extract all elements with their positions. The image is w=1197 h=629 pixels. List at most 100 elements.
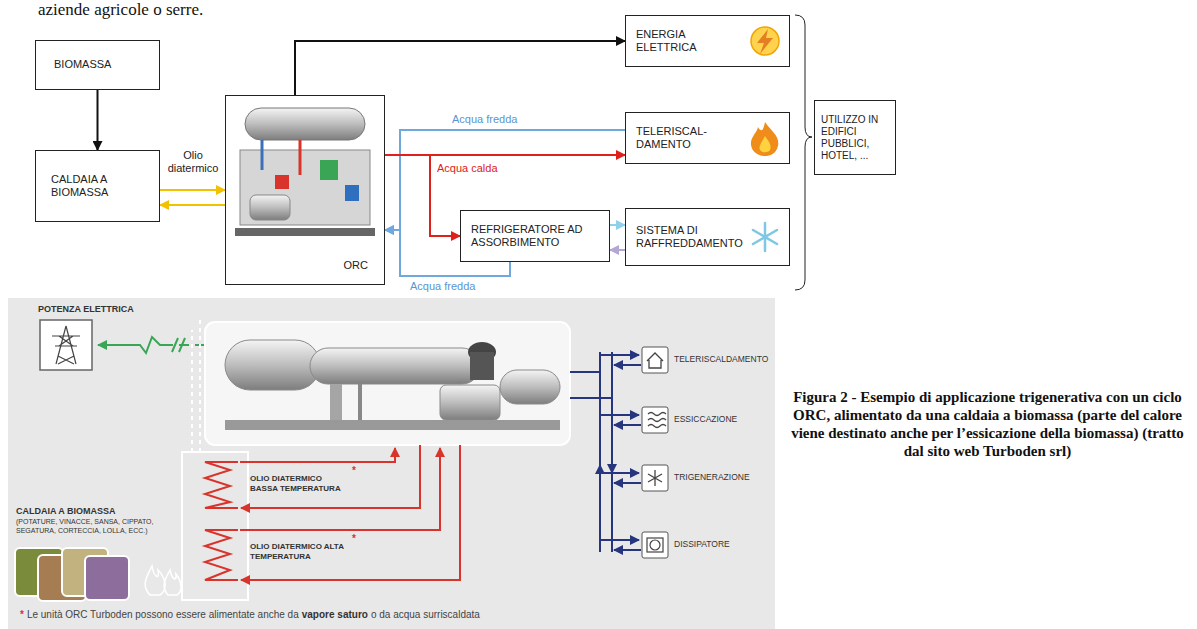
edge-label: Olio diatermico: [161, 149, 225, 175]
edge-label: Acqua fredda: [410, 280, 475, 293]
snowflake-icon: [753, 230, 777, 244]
orc-machine-picture: [358, 384, 362, 420]
orc-machine-picture: [299, 140, 302, 175]
orc-machine-picture: [250, 195, 290, 220]
footnote-text: vapore saturo: [302, 609, 368, 620]
user-icon: [642, 407, 668, 433]
pylon-icon: [40, 320, 92, 370]
water-distribution: [614, 482, 641, 484]
orc-machine-picture: [240, 150, 370, 225]
fire-icon: [751, 122, 778, 156]
flow-arrow: [160, 204, 225, 206]
footnote-text: Le unità ORC Turboden possono essere ali…: [27, 609, 299, 620]
snowflake-icon: [753, 230, 777, 244]
orc-machine-picture: [225, 340, 560, 430]
orc-machine-picture: [261, 140, 264, 170]
heat-exchanger-coil: [205, 530, 238, 580]
figure-label: OLIO DIATERMICO BASSA TEMPERATURA: [250, 474, 350, 493]
water-distribution: [614, 424, 641, 426]
user-icon: [647, 353, 663, 368]
flow-direction-mark: [607, 464, 617, 474]
smoke-lines: [191, 330, 193, 452]
node-text: TELERISCAL- DAMENTO: [636, 125, 743, 151]
thermal-oil-loop: [241, 445, 460, 580]
figure-label: OLIO DIATERMICO ALTA TEMPERATURA: [250, 542, 350, 561]
process-box: UTILIZZO IN EDIFICI PUBBLICI, HOTEL, ...: [814, 100, 896, 175]
process-box: CALDAIA A BIOMASSA: [35, 150, 160, 222]
node-text: BIOMASSA: [54, 58, 111, 71]
orc-machine-picture: [275, 175, 289, 189]
lightning-icon: [757, 29, 773, 54]
lightning-icon: [751, 27, 779, 55]
node-text: UTILIZZO IN EDIFICI PUBBLICI, HOTEL, ...: [821, 114, 891, 162]
edge-label: Acqua calda: [437, 162, 498, 175]
lightning-icon: [751, 27, 779, 55]
water-distribution: [600, 472, 639, 474]
orc-machine-picture: [470, 352, 494, 380]
figure-background: [8, 298, 775, 629]
orc-machine-picture: [225, 420, 560, 430]
orc-machine-picture: [500, 370, 560, 404]
flow-direction-mark: [595, 464, 605, 474]
curly-bracket: [795, 15, 812, 290]
snowflake-icon: [753, 223, 777, 251]
flow-arrow: [97, 90, 99, 150]
node-text: REFRIGERATORE AD ASSORBIMENTO: [471, 223, 601, 249]
node-text: ORC: [344, 259, 368, 272]
user-icon: [642, 465, 668, 491]
footnote: *Le unità ORC Turboden possono essere al…: [20, 609, 483, 620]
user-icon: [642, 532, 668, 558]
process-box: SISTEMA DI RAFFREDDAMENTO: [625, 208, 790, 266]
figure-label: ESSICCAZIONE: [674, 414, 737, 424]
heat-exchanger-coil: [205, 462, 238, 580]
user-icon: [648, 413, 666, 428]
water-distribution: [614, 364, 641, 366]
flow-arrow: [295, 41, 625, 95]
thermal-oil-loop: [240, 445, 460, 580]
fire-icon: [759, 136, 770, 152]
flame-symbol: [164, 570, 181, 595]
biomass-photos: [85, 556, 129, 600]
power-output-arrow: [98, 337, 165, 353]
process-box: ORC: [225, 95, 385, 285]
orc-machine-picture: [245, 108, 365, 140]
user-icon: [648, 470, 662, 486]
figure-label: *: [352, 465, 356, 477]
orc-machine-picture: [235, 228, 375, 236]
water-distribution: [600, 414, 639, 416]
boiler-outline: [182, 452, 248, 600]
orc-machine-picture: [345, 185, 359, 201]
water-distribution: [600, 539, 639, 541]
flame-symbol: [145, 566, 165, 595]
fire-icon: [751, 122, 778, 156]
water-distribution: [570, 352, 600, 552]
power-output-arrow: [98, 337, 205, 353]
figure-label: POTENZA ELETTRICA: [38, 304, 134, 315]
figure-label: aziende agricole o serre.: [38, 0, 203, 20]
biomass-photos: [15, 548, 129, 601]
user-icon: [647, 538, 663, 552]
water-distribution: [570, 352, 612, 552]
orc-machine-picture: [310, 348, 480, 384]
orc-machine-picture: [225, 340, 320, 390]
node-text: ENERGIA ELETTRICA: [636, 28, 743, 54]
figure-label: TELERISCALDAMENTO: [674, 354, 768, 364]
figure-caption: Figura 2 - Esempio di applicazione trige…: [785, 388, 1190, 460]
heat-exchanger-coil: [205, 462, 238, 508]
figure-label: (POTATURE, VINACCE, SANSA, CIPPATO, SEGA…: [16, 518, 176, 536]
flame-symbol: [145, 566, 181, 595]
process-box: REFRIGERATORE AD ASSORBIMENTO: [460, 210, 610, 262]
user-icon: [650, 540, 660, 550]
smoke-lines: [192, 320, 200, 452]
figure-label: *: [352, 533, 356, 545]
edge-label: Acqua fredda: [452, 113, 517, 126]
figure-label: CALDAIA A BIOMASSA: [16, 506, 116, 517]
flow-arrow: [385, 130, 625, 230]
flow-direction-mark: [595, 464, 617, 474]
user-icon: [642, 347, 668, 373]
orc-machine-picture: [440, 385, 500, 420]
node-text: CALDAIA A BIOMASSA: [51, 173, 151, 199]
node-text: SISTEMA DI RAFFREDDAMENTO: [636, 224, 743, 250]
